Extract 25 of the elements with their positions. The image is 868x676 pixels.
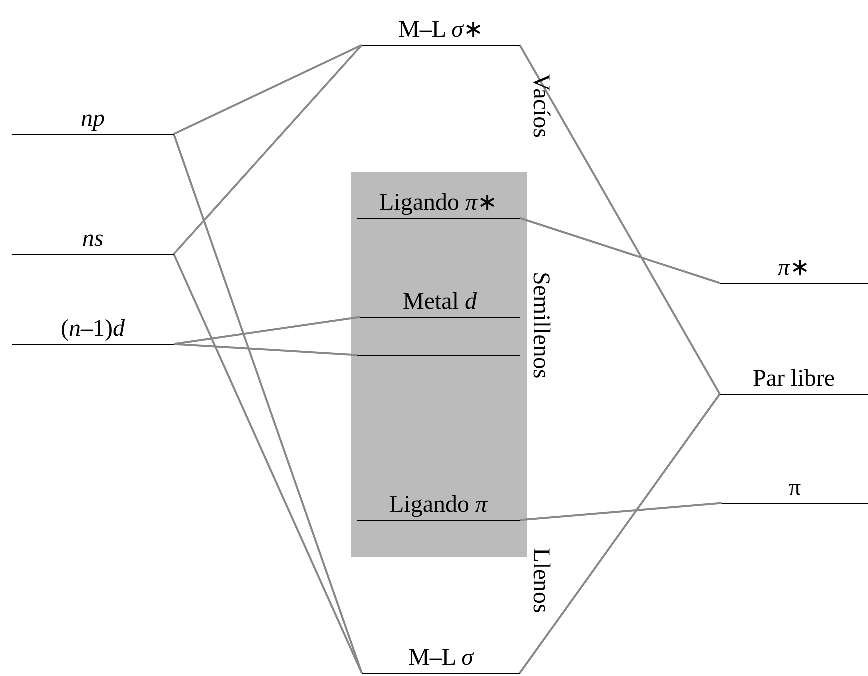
region-label: Semillenos <box>528 272 554 379</box>
region-label: Vacíos <box>528 74 554 138</box>
level-label: np <box>80 105 106 133</box>
correlation-line <box>174 316 360 346</box>
correlation-line <box>520 217 720 284</box>
level-label: Ligando π <box>388 491 489 519</box>
correlation-line <box>174 343 358 356</box>
level-label: π∗ <box>776 254 812 282</box>
level-label: π <box>788 474 802 502</box>
shaded-region <box>351 172 527 557</box>
level-label: M–L σ <box>408 644 476 672</box>
correlation-line <box>519 394 721 674</box>
level-label: ns <box>81 225 105 253</box>
level-label: Ligando π∗ <box>378 189 498 217</box>
correlation-line <box>173 44 363 255</box>
region-label: Llenos <box>528 548 554 614</box>
correlation-line <box>173 134 363 674</box>
correlation-line <box>173 254 363 674</box>
level-label: (n–1)d <box>60 315 126 343</box>
level-label: Metal d <box>402 288 478 316</box>
correlation-line <box>520 502 722 522</box>
level-label: M–L σ∗ <box>398 16 484 44</box>
correlation-line <box>519 44 721 395</box>
correlation-line <box>174 44 362 136</box>
level-label: Par libre <box>752 365 836 393</box>
